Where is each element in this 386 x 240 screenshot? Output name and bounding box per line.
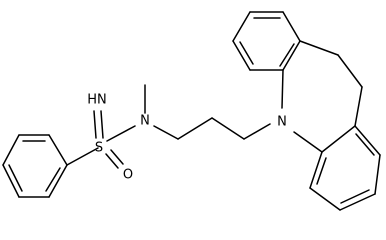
bond — [281, 69, 284, 109]
bond — [309, 187, 341, 211]
bond — [282, 40, 301, 71]
ring-nitrogen-label: N — [277, 115, 287, 130]
double-bond — [93, 110, 97, 139]
upper-benzene-ring — [232, 11, 301, 71]
lower-benzene-ring — [309, 125, 381, 211]
aromatic-bond — [279, 43, 295, 67]
sulfur-label: S — [95, 141, 103, 156]
bond — [337, 54, 363, 88]
bond — [374, 154, 381, 195]
bond — [232, 11, 251, 42]
bond — [354, 86, 363, 127]
aromatic-bond — [340, 189, 370, 204]
bond — [66, 147, 99, 166]
bond — [243, 123, 271, 140]
bond — [293, 131, 323, 153]
aromatic-bond — [239, 41, 254, 65]
bond — [48, 164, 68, 198]
sulfonimidoyl-group — [66, 110, 136, 169]
aromatic-bond — [8, 164, 23, 192]
bond — [299, 40, 339, 56]
bond — [2, 134, 20, 166]
phenyl-ring — [2, 134, 68, 198]
bond — [232, 40, 251, 71]
aromatic-bond — [316, 157, 327, 185]
imine-label: HN — [87, 93, 107, 108]
aromatic-bond — [355, 133, 375, 156]
chemical-structure: HN S O N N — [2, 11, 381, 211]
sulfonimide-nitrogen-label: N — [140, 114, 150, 129]
aromatic-bond — [45, 167, 61, 192]
bond — [153, 125, 179, 140]
bond — [106, 125, 136, 142]
bond — [321, 125, 356, 153]
oxygen-label: O — [123, 168, 133, 183]
atom-labels: HN S O N N — [87, 93, 287, 183]
bond — [339, 193, 376, 211]
double-bond — [110, 149, 124, 165]
propyl-chain — [144, 84, 271, 140]
bond — [211, 117, 245, 140]
bond — [309, 151, 323, 189]
bond — [354, 125, 381, 156]
bond — [2, 164, 20, 198]
azepine-ring — [281, 40, 363, 153]
bond — [48, 134, 68, 166]
double-bond — [100, 110, 104, 139]
bond — [177, 117, 213, 140]
bond — [282, 11, 301, 42]
double-bond — [105, 153, 119, 169]
